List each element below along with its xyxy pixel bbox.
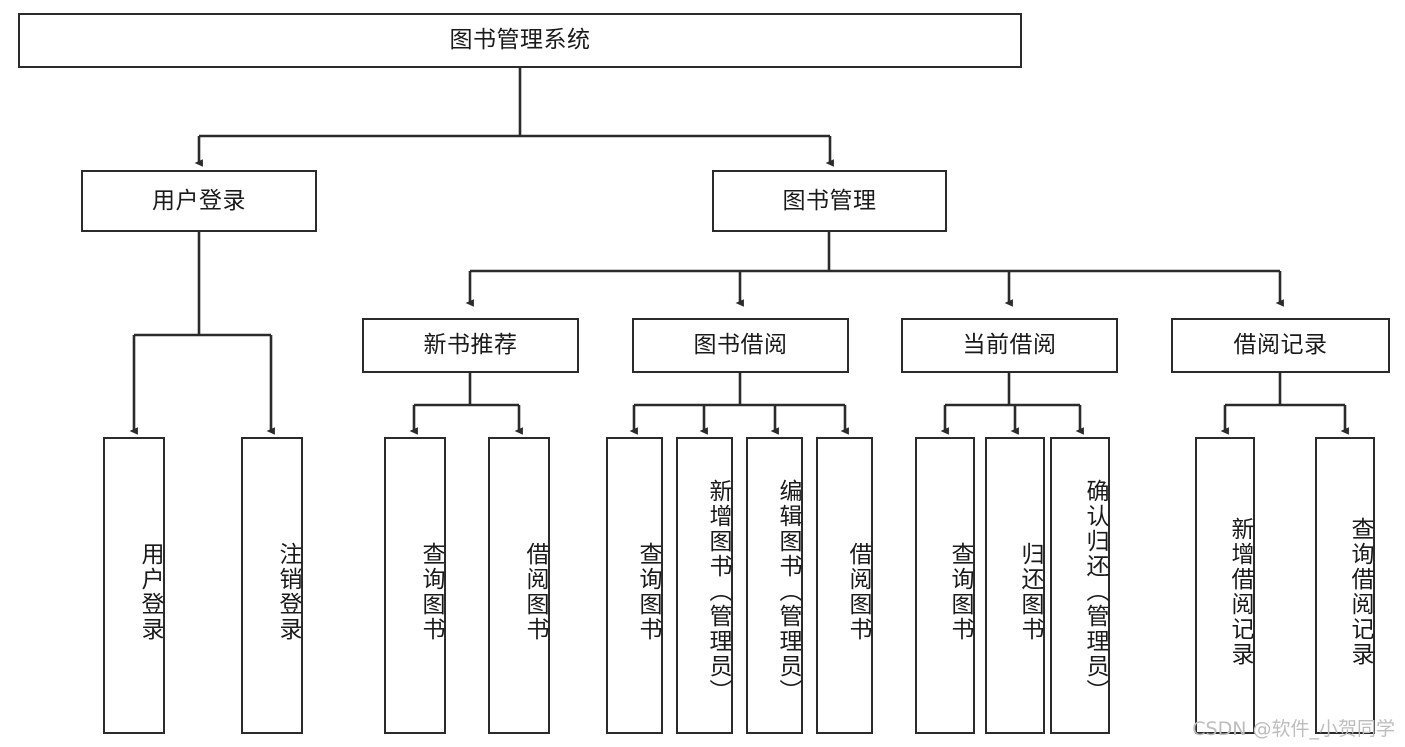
- leaf-query-book-current[interactable]: 查询图书: [915, 437, 975, 734]
- leaf-logout-login[interactable]: 注销登录: [241, 437, 303, 734]
- node-root-book-management-system[interactable]: 图书管理系统: [18, 13, 1022, 68]
- node-user-login[interactable]: 用户登录: [81, 170, 317, 232]
- leaf-return-book[interactable]: 归还图书: [985, 437, 1045, 734]
- leaf-borrow-book-new-recommend[interactable]: 借阅图书: [488, 437, 550, 734]
- leaf-confirm-return-admin[interactable]: 确认归还（管理员）: [1050, 437, 1110, 734]
- node-current-borrow[interactable]: 当前借阅: [901, 318, 1118, 373]
- leaf-query-book-borrow[interactable]: 查询图书: [606, 437, 663, 734]
- leaf-query-borrow-record[interactable]: 查询借阅记录: [1315, 437, 1375, 734]
- leaf-query-book-new-recommend[interactable]: 查询图书: [384, 437, 446, 734]
- leaf-add-book-admin[interactable]: 新增图书（管理员）: [676, 437, 733, 734]
- node-book-management[interactable]: 图书管理: [712, 170, 947, 232]
- leaf-user-login[interactable]: 用户登录: [103, 437, 165, 734]
- node-book-borrow[interactable]: 图书借阅: [632, 318, 849, 373]
- leaf-borrow-book[interactable]: 借阅图书: [816, 437, 873, 734]
- leaf-add-borrow-record[interactable]: 新增借阅记录: [1195, 437, 1255, 734]
- csdn-watermark: CSDN @软件_小贺同学: [1192, 718, 1395, 740]
- node-new-book-recommend[interactable]: 新书推荐: [362, 318, 579, 373]
- leaf-edit-book-admin[interactable]: 编辑图书（管理员）: [746, 437, 803, 734]
- node-borrow-record[interactable]: 借阅记录: [1171, 318, 1390, 373]
